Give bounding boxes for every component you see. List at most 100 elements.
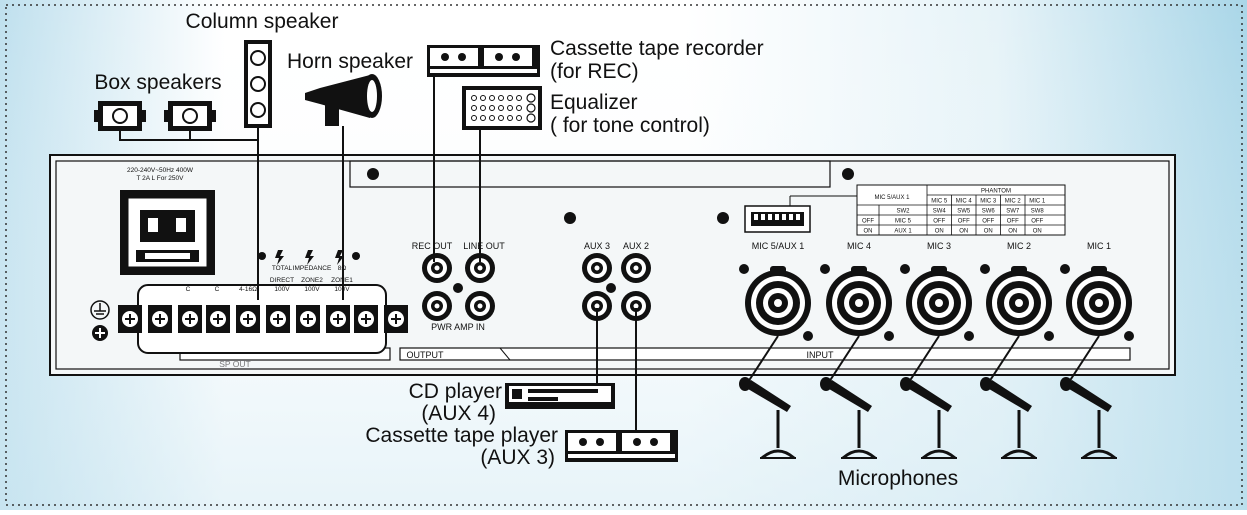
eq-knob [507,95,513,101]
xlr-jack [1060,264,1134,341]
term-label-c1: C [186,286,191,293]
eq-knob [516,105,522,111]
phantom-sw: SW2 [896,209,910,215]
phantom-mic-col: MIC 4 [956,199,973,205]
term-label-c2: C [215,286,220,293]
mic-input-label: MIC 2 [1007,241,1031,251]
eq-knob [471,115,477,121]
eq-knob [489,115,495,121]
microphone-icon [980,377,1037,460]
dotted-border [5,4,1243,506]
eq-knob [498,95,504,101]
phantom-sw: SW8 [1031,209,1045,215]
term-label-100v-1: 100V [274,286,290,293]
dip-key [768,214,772,220]
rca-jacks [422,253,651,321]
equalizer-knobs [471,93,536,123]
terminal-screw [384,305,408,333]
dip-key [761,214,765,220]
phantom-off: MIC 5 [895,219,912,225]
terminal-screw [326,305,350,333]
eq-knob [480,95,486,101]
phantom-off: OFF [1007,219,1019,225]
cassette-player [565,430,678,462]
eq-knob [507,115,513,121]
dip-key [782,214,786,220]
label-aux2: AUX 2 [623,241,649,251]
terminal-screw [148,305,172,333]
eq-knob [516,95,522,101]
phantom-mic-col: MIC 5 [931,199,948,205]
cable-mic [747,335,779,383]
microphone-icon [900,377,957,460]
phantom-mic-col: MIC 1 [1029,199,1046,205]
term-label-4-16: 4-16Ω [239,286,257,293]
phantom-on: ON [984,229,993,235]
label-line-out: LINE OUT [463,241,505,251]
phantom-mic-col: MIC 3 [980,199,997,205]
warning-bolt-icons [258,250,360,265]
eq-knob [526,103,536,113]
rca-jack [465,253,495,283]
rca-jack [621,253,651,283]
column-speaker [244,40,272,128]
phantom-off: OFF [982,219,994,225]
microphone-icon [1060,377,1117,460]
eq-knob [471,105,477,111]
cd-player [505,383,615,409]
phantom-header-left: MIC 5/AUX 1 [874,195,910,201]
eq-knob [526,93,536,103]
cassette-recorder [427,45,540,77]
terminal-screw [118,305,142,333]
cable-mic [828,335,860,383]
microphone-icon [739,377,796,460]
terminal-screw [266,305,290,333]
dip-key [775,214,779,220]
label-aux3: AUX 3 [584,241,610,251]
terminal-screw [236,305,260,333]
label-cassette-player: Cassette tape player [365,424,558,447]
equalizer [462,86,542,130]
rca-jack [621,291,651,321]
label-total: TOTAL [272,265,293,272]
eq-knob [471,95,477,101]
label-cassette-recorder: Cassette tape recorder [550,37,764,60]
terminal-screw [354,305,378,333]
label-cassette-player-sub: (AUX 3) [480,446,555,469]
terminal-screw [206,305,230,333]
microphone-icon [820,377,877,460]
phantom-off: OFF [933,219,945,225]
phantom-header-right: PHANTOM [981,189,1011,195]
phantom-on: ON [935,229,944,235]
xlr-jack [820,264,894,341]
xlr-jack [980,264,1054,341]
eq-knob [489,105,495,111]
terminal-screw [178,305,202,333]
box-speaker-right [164,101,216,131]
phantom-on: ON [864,229,873,235]
label-zone2: ZONE2 [301,277,323,284]
phantom-on: AUX 1 [894,229,912,235]
dip-key [796,214,800,220]
dip-key [789,214,793,220]
phantom-on: ON [1008,229,1017,235]
cables [119,77,637,430]
power-rating-2: T 2A L For 250V [137,175,185,182]
label-output: OUTPUT [407,350,445,360]
rca-jack [582,253,612,283]
power-rating-1: 220-240V~50Hz 400W [127,167,194,174]
phantom-off: OFF [862,219,874,225]
label-equalizer: Equalizer [550,91,638,114]
mic-input-label: MIC 5/AUX 1 [752,241,805,251]
cable-mic [988,335,1020,383]
microphones [739,377,1117,460]
label-horn-speaker: Horn speaker [287,50,413,73]
eq-knob [507,105,513,111]
phantom-on: ON [1033,229,1042,235]
ac-inlet [120,190,215,275]
label-pwr-amp-in: PWR AMP IN [431,322,485,332]
rca-jack [582,291,612,321]
